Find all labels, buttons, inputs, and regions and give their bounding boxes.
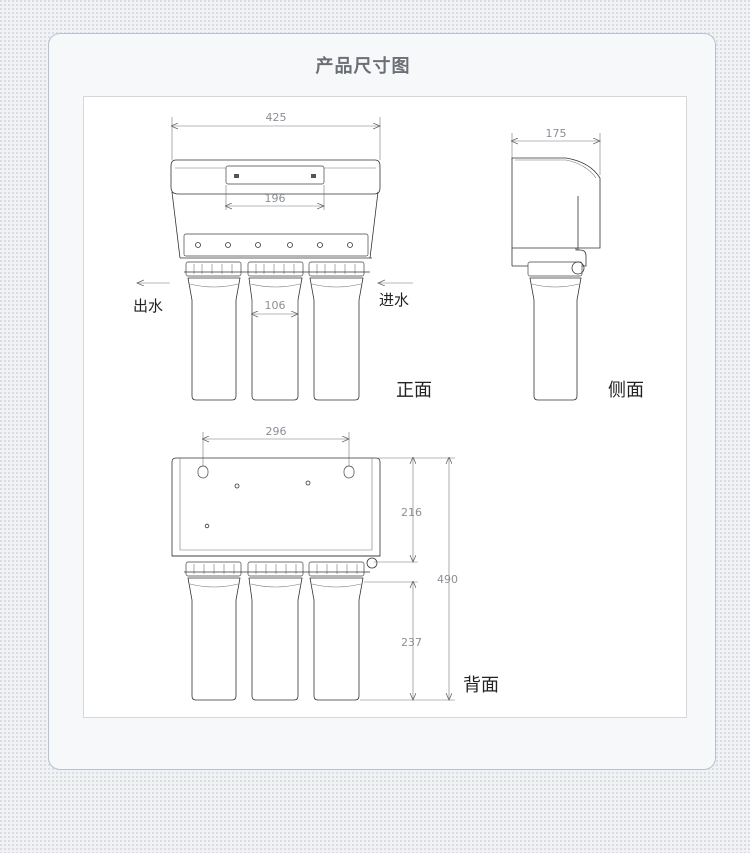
back-view: 296 216: [171, 425, 499, 700]
back-view-label: 背面: [463, 675, 499, 696]
front-view-label: 正面: [396, 380, 432, 401]
outlet-label: 出水: [133, 297, 163, 315]
inlet-label: 进水: [379, 291, 409, 309]
dim-upper-216: 216: [401, 506, 422, 519]
dim-total-490: 490: [437, 573, 458, 586]
side-view: 175 侧面: [512, 127, 644, 401]
drawing-panel: [83, 96, 687, 718]
front-view: 425 196: [133, 111, 432, 401]
dim-holes-296: 296: [266, 425, 287, 438]
page-title: 产品尺寸图: [315, 56, 411, 77]
dim-panel-196: 196: [265, 192, 286, 205]
dim-depth-175: 175: [546, 127, 567, 140]
dim-filter-106: 106: [265, 299, 286, 312]
dim-width-425: 425: [266, 111, 287, 124]
dim-lower-237: 237: [401, 636, 422, 649]
side-view-label: 侧面: [608, 380, 644, 401]
